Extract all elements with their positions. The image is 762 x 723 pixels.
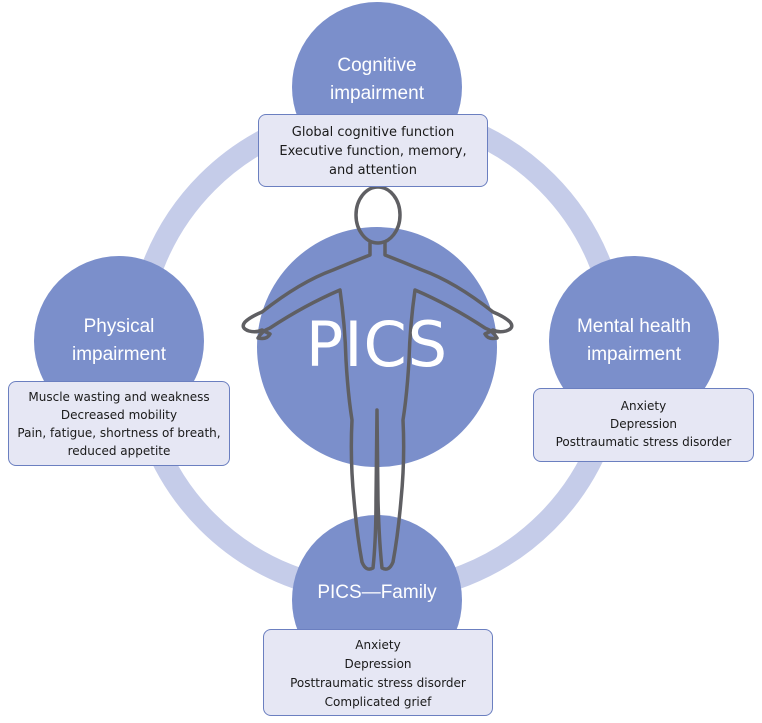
cognitive-title-line-1: Cognitive [337,55,417,76]
pics-center-node [257,227,497,467]
cognitive-item: and attention [329,163,417,178]
family-title-line-1: PICS—Family [317,582,437,603]
mental-health-title-line-1: Mental health [576,316,692,337]
physical-item: reduced appetite [67,444,171,458]
mental-health-items-box: Anxiety Depression Posttraumatic stress … [533,388,754,462]
family-title: PICS—Family [282,579,472,607]
family-item: Depression [344,657,412,671]
physical-items-box: Muscle wasting and weakness Decreased mo… [8,381,230,466]
physical-item: Decreased mobility [60,408,178,422]
cognitive-item: Executive function, memory, [279,144,467,159]
mental-health-title-line-2: impairment [587,344,681,365]
human-figure-icon [241,185,514,571]
mental-health-item: Posttraumatic stress disorder [555,435,732,449]
family-item: Anxiety [355,638,401,652]
mental-health-title: Mental health impairment [549,313,719,369]
physical-title-line-2: impairment [72,344,166,365]
mental-health-node [549,256,719,426]
cognitive-title-line-2: impairment [330,83,424,104]
mental-health-item: Anxiety [620,399,667,413]
cognitive-title: Cognitive impairment [292,52,462,108]
cognitive-items-box: Global cognitive function Executive func… [258,114,488,187]
family-items-box: Anxiety Depression Posttraumatic stress … [263,629,493,716]
physical-item: Pain, fatigue, shortness of breath, [17,426,221,440]
physical-item: Muscle wasting and weakness [28,390,210,404]
mental-health-item: Depression [609,417,678,431]
physical-title-line-1: Physical [83,316,155,337]
cognitive-item: Global cognitive function [291,125,455,140]
family-item: Posttraumatic stress disorder [290,676,466,690]
pics-center-label: PICS [305,308,449,381]
physical-title: Physical impairment [34,313,204,369]
family-item: Complicated grief [324,695,432,709]
